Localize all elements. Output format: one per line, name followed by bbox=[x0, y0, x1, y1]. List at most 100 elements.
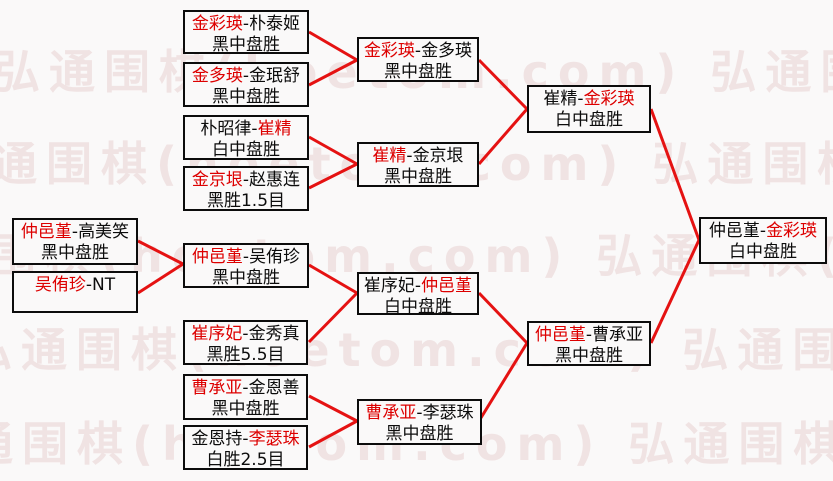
connector-line bbox=[308, 135, 358, 166]
match-result: 黑胜1.5目 bbox=[206, 191, 286, 211]
match-result: 黑中盘胜 bbox=[555, 346, 623, 366]
match-result: 黑中盘胜 bbox=[212, 87, 280, 107]
match-box-final: 仲邑堇-金彩瑛 白中盘胜 bbox=[699, 217, 827, 264]
player-1: 崔精 bbox=[543, 89, 578, 109]
match-players: 金彩瑛-金多瑛 bbox=[359, 41, 477, 62]
match-box-8: 崔序妃-金秀真 黑胜5.5目 bbox=[183, 320, 308, 365]
dash: - bbox=[759, 221, 767, 241]
player-1: 吴侑珍 bbox=[34, 275, 86, 295]
player-1: 曹承亚 bbox=[365, 403, 417, 423]
player-1: 仲邑堇 bbox=[708, 221, 760, 241]
dash: - bbox=[242, 247, 250, 267]
player-2: 李瑟珠 bbox=[422, 403, 474, 423]
match-result: 白中盘胜 bbox=[212, 140, 280, 160]
match-box-15: 崔精-金彩瑛 白中盘胜 bbox=[527, 85, 651, 133]
player-2: 李瑟珠 bbox=[248, 429, 300, 449]
match-box-16: 仲邑堇-曹承亚 黑中盘胜 bbox=[527, 321, 651, 366]
connector-line bbox=[308, 58, 358, 87]
connector-line bbox=[308, 394, 358, 423]
dash: - bbox=[242, 66, 250, 86]
match-players: 崔序妃-仲邑堇 bbox=[359, 276, 477, 297]
match-players: 曹承亚-金恩善 bbox=[185, 378, 306, 399]
match-result: 黑中盘胜 bbox=[211, 399, 280, 419]
player-2: 金彩瑛 bbox=[583, 89, 635, 109]
player-2: 吴侑珍 bbox=[249, 247, 301, 267]
match-players: 仲邑堇-吴侑珍 bbox=[185, 247, 307, 268]
match-players: 曹承亚-李瑟珠 bbox=[359, 403, 480, 424]
connector-line bbox=[307, 291, 359, 344]
dash: - bbox=[414, 276, 422, 296]
dash: - bbox=[416, 403, 423, 423]
player-2: 朴泰姬 bbox=[249, 14, 301, 34]
dash: - bbox=[251, 119, 258, 139]
match-result: 黑中盘胜 bbox=[385, 424, 454, 444]
match-result: 白中盘胜 bbox=[555, 110, 623, 130]
match-box-11: 金彩瑛-金多瑛 黑中盘胜 bbox=[357, 37, 479, 82]
player-2: 金恩善 bbox=[248, 378, 300, 398]
connector-line bbox=[308, 162, 358, 190]
dash: - bbox=[406, 146, 413, 166]
match-players: 金京垠-赵惠连 bbox=[185, 170, 307, 191]
player-1: 仲邑堇 bbox=[20, 222, 72, 242]
match-result: 黑胜5.5目 bbox=[206, 345, 285, 365]
player-2: 金多瑛 bbox=[421, 41, 473, 61]
dash: - bbox=[242, 14, 250, 34]
match-result: 黑中盘胜 bbox=[384, 167, 452, 187]
player-1: 崔序妃 bbox=[191, 324, 243, 344]
player-2: 金珉舒 bbox=[249, 66, 301, 86]
dash: - bbox=[242, 429, 249, 449]
player-2: 金彩瑛 bbox=[766, 221, 818, 241]
connector-line bbox=[649, 239, 701, 344]
connector-line bbox=[137, 239, 184, 266]
player-1: 朴昭律 bbox=[200, 119, 252, 139]
match-box-14: 曹承亚-李瑟珠 黑中盘胜 bbox=[357, 399, 482, 445]
player-1: 金恩持 bbox=[191, 429, 243, 449]
player-1: 崔序妃 bbox=[363, 276, 415, 296]
match-box-4: 金京垠-赵惠连 黑胜1.5目 bbox=[183, 166, 309, 211]
match-box-12: 崔精-金京垠 黑中盘胜 bbox=[357, 142, 479, 187]
player-2: 仲邑堇 bbox=[421, 276, 473, 296]
match-result: 黑中盘胜 bbox=[212, 35, 280, 55]
connector-line bbox=[308, 30, 358, 62]
player-2: 高美笑 bbox=[78, 222, 130, 242]
match-players: 仲邑堇-曹承亚 bbox=[529, 325, 649, 346]
match-result: 白胜2.5目 bbox=[206, 450, 285, 470]
match-players: 朴昭律-崔精 bbox=[185, 119, 307, 140]
player-1: 仲邑堇 bbox=[191, 247, 243, 267]
connector-line bbox=[477, 342, 529, 422]
connector-line bbox=[477, 108, 529, 165]
player-1: 金彩瑛 bbox=[363, 41, 415, 61]
match-result: 白中盘胜 bbox=[729, 242, 797, 262]
match-box-10: 金恩持-李瑟珠 白胜2.5目 bbox=[183, 425, 308, 470]
connector-line bbox=[308, 419, 358, 449]
match-result: 白中盘胜 bbox=[384, 297, 452, 317]
match-result: 黑中盘胜 bbox=[384, 62, 452, 82]
match-players: 吴侑珍-NT bbox=[14, 275, 136, 296]
match-players: 崔精-金彩瑛 bbox=[529, 89, 649, 110]
connector-line bbox=[477, 291, 529, 345]
player-1: 金京垠 bbox=[191, 170, 243, 190]
match-box-3: 朴昭律-崔精 白中盘胜 bbox=[183, 115, 309, 160]
connector-line bbox=[649, 108, 701, 241]
watermark-text: 弘通围棋(hoetom.com) 弘通围棋(hoetom.com) 弘通围棋(h… bbox=[0, 323, 833, 377]
match-players: 仲邑堇-金彩瑛 bbox=[701, 221, 825, 242]
match-box-13: 崔序妃-仲邑堇 白中盘胜 bbox=[357, 272, 479, 317]
player-2: 金京垠 bbox=[412, 146, 464, 166]
dash: - bbox=[242, 324, 249, 344]
match-box-7: 仲邑堇-吴侑珍 黑中盘胜 bbox=[183, 243, 309, 288]
player-2: 曹承亚 bbox=[592, 325, 644, 345]
connector-line bbox=[137, 262, 184, 295]
match-players: 仲邑堇-高美笑 bbox=[14, 222, 136, 243]
dash: - bbox=[71, 222, 79, 242]
player-1: 金彩瑛 bbox=[191, 14, 243, 34]
player-2: 赵惠连 bbox=[249, 170, 301, 190]
match-box-5: 仲邑堇-高美笑 黑中盘胜 bbox=[12, 218, 138, 265]
match-result: 黑中盘胜 bbox=[41, 243, 109, 263]
dash: - bbox=[414, 41, 422, 61]
dash: - bbox=[242, 170, 250, 190]
connector-line bbox=[308, 263, 358, 295]
player-1: 崔精 bbox=[372, 146, 407, 166]
match-result: 黑中盘胜 bbox=[212, 268, 280, 288]
player-1: 曹承亚 bbox=[191, 378, 243, 398]
